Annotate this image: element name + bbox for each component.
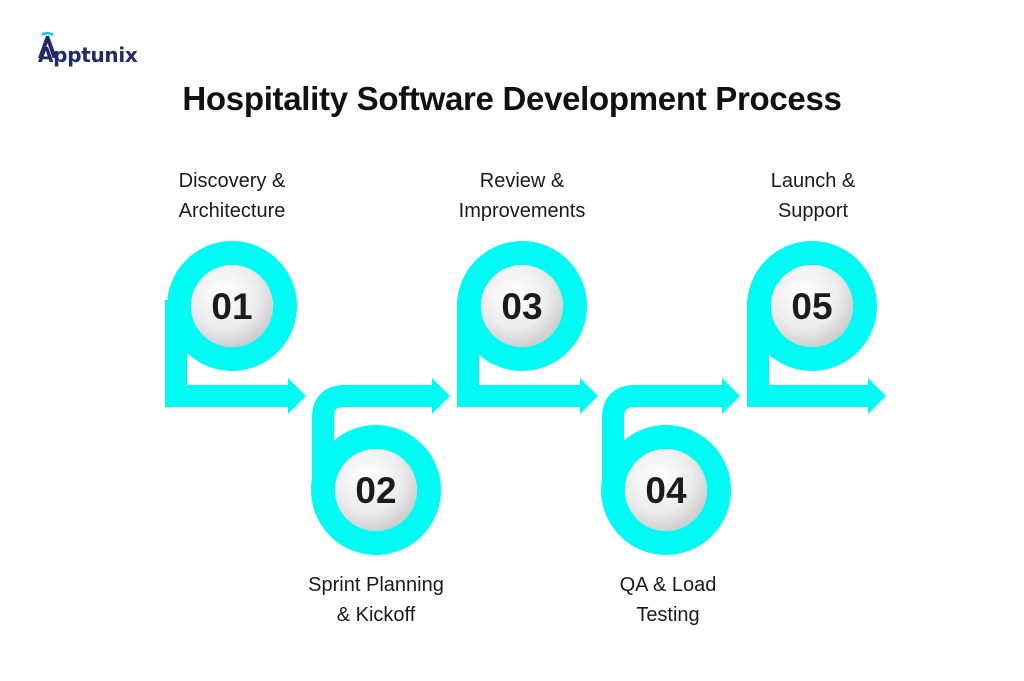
step-5-label-line-1: Launch &	[770, 170, 856, 192]
step-4-label: QA & Load Testing	[568, 570, 768, 630]
step-4-ring	[601, 378, 740, 555]
step-1-number: 01	[211, 286, 252, 327]
step-3-badge: 03	[481, 265, 563, 347]
step-5-number: 05	[791, 286, 832, 327]
step-1-label-line-1: Discovery &	[178, 170, 286, 192]
step-3-label-line-2: Improvements	[458, 200, 586, 222]
step-3-number: 03	[501, 286, 542, 327]
step-4-label-line-2: Testing	[636, 604, 700, 626]
step-2-label-line-2: & Kickoff	[336, 604, 416, 626]
step-4-badge: 04	[625, 449, 707, 531]
step-2-label-line-1: Sprint Planning	[308, 574, 444, 596]
step-5-label-line-2: Support	[777, 200, 849, 222]
step-2-ring	[311, 378, 450, 555]
step-1-ring	[165, 241, 306, 414]
step-3-label-line-1: Review &	[479, 170, 565, 192]
step-2-number: 02	[355, 470, 396, 511]
page-title: Hospitality Software Development Process	[182, 80, 842, 117]
step-4-number: 04	[645, 470, 687, 511]
brand-logo: Apptunix	[36, 30, 138, 66]
step-1-label-line-2: Architecture	[178, 200, 286, 222]
brand-name: Apptunix	[38, 43, 138, 67]
step-3-ring	[457, 241, 598, 414]
step-5-badge: 05	[771, 265, 853, 347]
step-5-label: Launch & Support	[713, 166, 913, 226]
step-5-ring	[747, 241, 886, 414]
step-2-label: Sprint Planning & Kickoff	[276, 570, 476, 630]
step-4-label-line-1: QA & Load	[619, 574, 717, 596]
step-1-label: Discovery & Architecture	[132, 166, 332, 226]
step-3-label: Review & Improvements	[422, 166, 622, 226]
logo-a-icon	[38, 32, 57, 58]
step-2-badge: 02	[335, 449, 417, 531]
step-1-badge: 01	[191, 265, 273, 347]
